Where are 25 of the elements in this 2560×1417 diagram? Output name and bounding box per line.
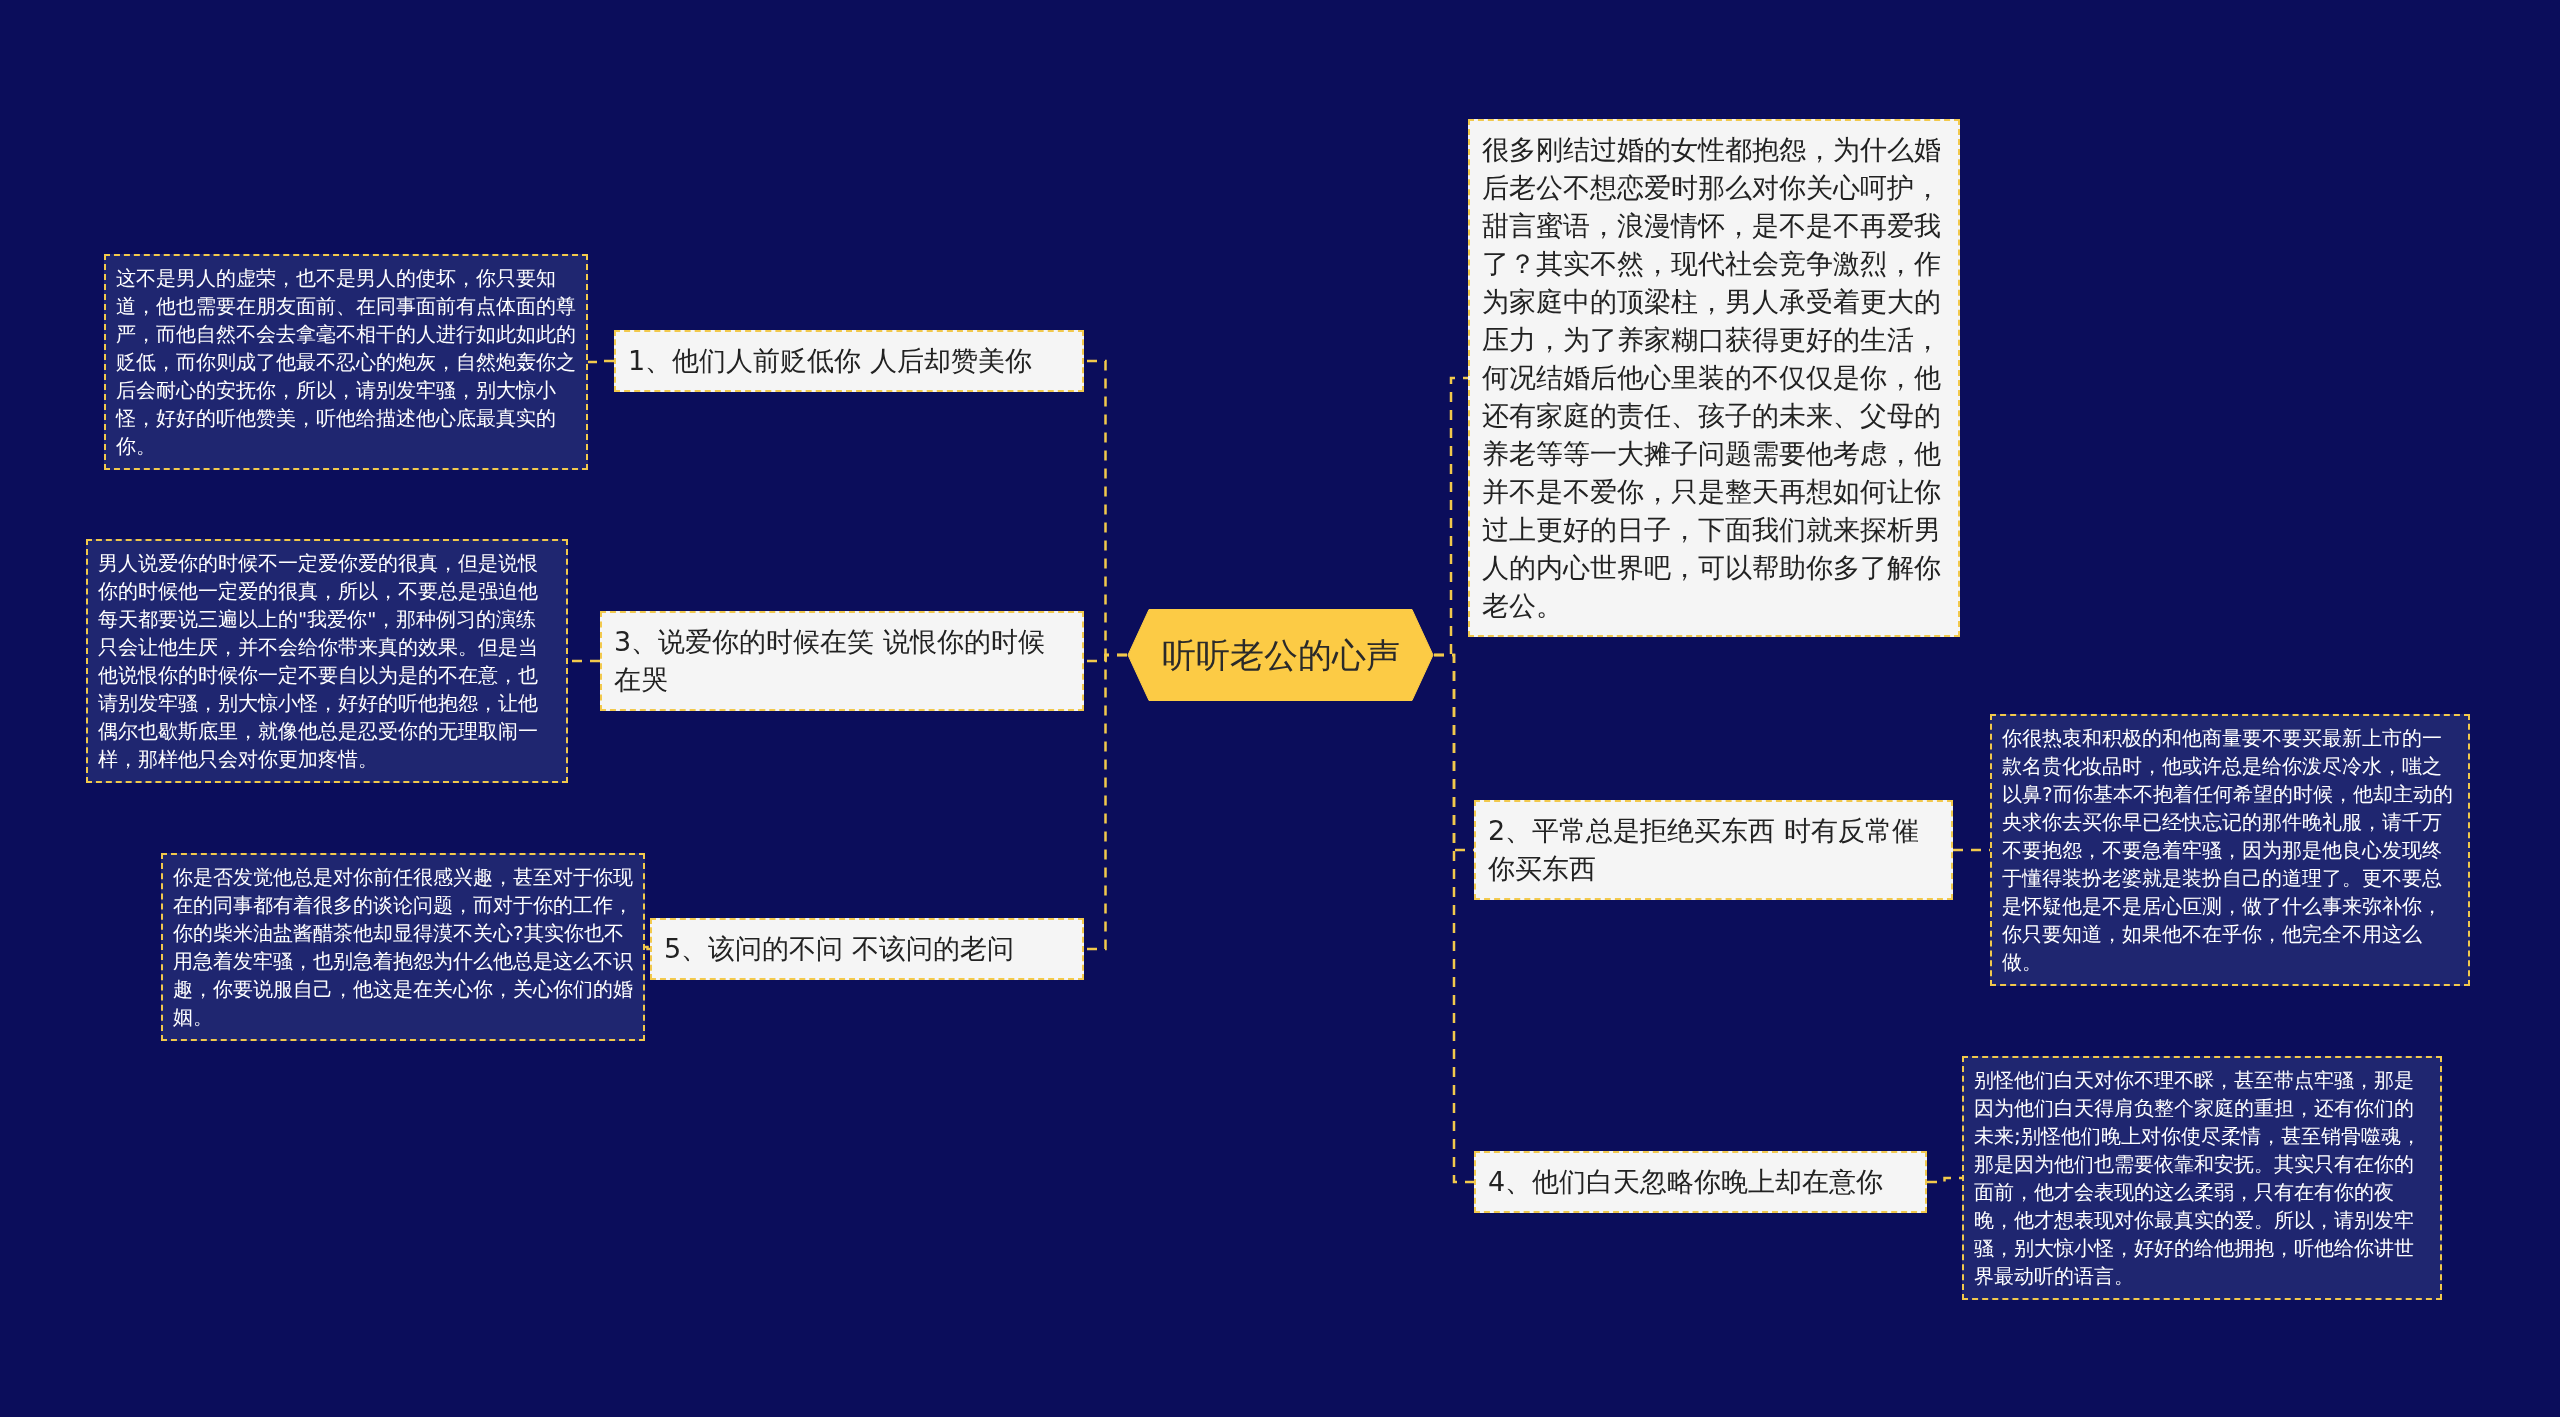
connector-line: [588, 359, 614, 364]
topic-text: 2、平常总是拒绝买东西 时有反常催你买东西: [1488, 814, 1920, 886]
topic-box: [614, 330, 1084, 392]
note-text: 别怪他们白天对你不理不睬，甚至带点牢骚，那是因为他们白天得肩负整个家庭的重担，还有你们的未来;别怪他们晚上对你使尽柔情，甚至销骨噬魂，那是因为他们也需要依靠和安抚。其实只有在你的面前，他才会表现的这么柔弱，只有在有你的夜晚，他才想表现对你最真实的爱。所以，请别发牢骚，别大惊小怪，好好的给他拥抱，听他给你讲世界最动听的语言。: [1974, 1067, 2422, 1290]
note-text: 这不是男人的虚荣，也不是男人的使坏，你只要知道，他也需要在朋友面前、在同事面前有点体面的尊严，而他自然不会去拿毫不相干的人进行如此如此的贬低，而你则成了他最不忍心的炮灰，自然炮轰你之后会耐心的安抚你，所以，请别发牢骚，别大惊小怪，好好的听他赞美，听他给描述他心底最真实的你。: [116, 265, 576, 460]
central-topic-hexagon: [1127, 608, 1434, 702]
note-box: [161, 853, 645, 1041]
topic-text: 5、该问的不问 不该问的老问: [664, 932, 1015, 966]
topic-text: 3、说爱你的时候在笑 说恨你的时候在哭: [614, 625, 1046, 697]
connector-line: [1927, 1176, 1962, 1184]
connector-line: [1084, 653, 1127, 951]
topic-box: [600, 611, 1084, 711]
note-text: 你很热衷和积极的和他商量要不要买最新上市的一款名贵化妆品时，他或许总是给你泼尽冷水，嗤之以鼻?而你基本不抱着任何希望的时候，他却主动的央求你去买你早已经快忘记的那件晚礼服，请千万不要抱怨，不要急着牢骚，因为那是他良心发现终于懂得装扮老婆就是装扮自己的道理了。更不要总是怀疑他是不是居心叵测，做了什么事来弥补你，你只要知道，如果他不在乎你，他完全不用这么做。: [2002, 725, 2454, 976]
topic-text: 4、他们白天忽略你晚上却在意你: [1488, 1165, 1885, 1199]
topic-box: [1474, 1151, 1927, 1213]
topic-box: [1474, 800, 1953, 900]
note-text: 你是否发觉他总是对你前任很感兴趣，甚至对于你现在的同事都有着很多的谈论问题，而对于你的工作，你的柴米油盐酱醋茶他却显得漠不关心?其实你也不用急着发牢骚，也别急着抱怨为什么他总是这么不识趣，你要说服自己，他这是在关心你，关心你们的婚姻。: [173, 864, 633, 1031]
note-box: [86, 539, 568, 783]
connector-line: [645, 945, 650, 951]
central-topic-title: 听听老公的心声: [1161, 633, 1400, 676]
topic-box: [650, 918, 1084, 980]
note-text: 男人说爱你的时候不一定爱你爱的很真，但是说恨你的时候他一定爱的很真，所以，不要总是强迫他每天都要说三遍以上的"我爱你"，那种例习的演练只会让他生厌，并不会给你带来真的效果。但是当他说恨你的时候你一定不要自以为是的不在意，也请别发牢骚，别大惊小怪，好好的听他抱怨，让他偶尔也歇斯底里，就像他总是忍受你的无理取闹一样，那样他只会对你更加疼惜。: [98, 550, 539, 773]
connector-line: [1434, 653, 1474, 1184]
topic-text: 很多刚结过婚的女性都抱怨，为什么婚后老公不想恋爱时那么对你关心呵护，甜言蜜语，浪漫情怀，是不是不再爱我了？其实不然，现代社会竞争激烈，作为家庭中的顶梁柱，男人承受着更大的压力，为了养家糊口获得更好的生活，何况结婚后他心里装的不仅仅是你，他还有家庭的责任、孩子的未来、父母的养老等等一大摊子问题需要他考虑，他并不是不爱你，只是整天再想如何让你过上更好的日子，下面我们就来探析男人的内心世界吧，可以帮助你多了解你老公。: [1482, 133, 1942, 623]
topic-text: 1、他们人前贬低你 人后却赞美你: [628, 344, 1033, 378]
